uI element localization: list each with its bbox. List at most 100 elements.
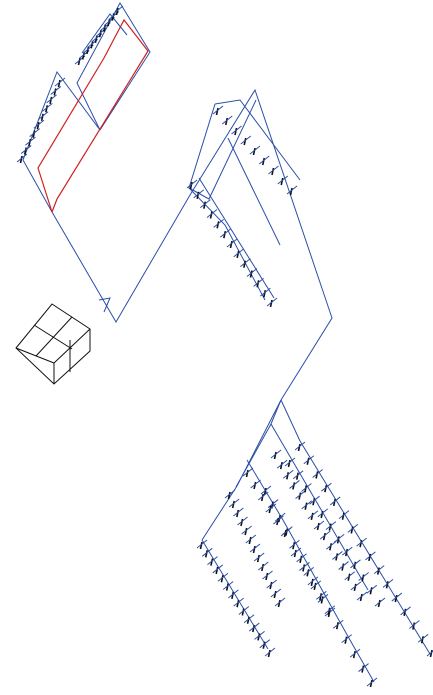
valve-marker (253, 481, 257, 490)
valve-marker (269, 299, 273, 308)
valve-marker (304, 502, 308, 510)
branch-tee (212, 564, 224, 574)
valve-marker (81, 52, 86, 60)
valve-marker (261, 157, 266, 166)
branch-tee (213, 218, 224, 228)
branch-tee (254, 630, 265, 640)
branch-tee (248, 622, 260, 632)
branch-tee (206, 209, 218, 218)
valve-marker (203, 201, 207, 209)
valve-marker (403, 608, 407, 616)
branch-tee (262, 570, 273, 580)
branch-tee (344, 571, 356, 581)
valve-marker (328, 523, 332, 531)
valve-marker (220, 575, 224, 583)
valve-marker (376, 567, 380, 575)
branch-tee (338, 561, 349, 570)
upper-right-assembly (188, 99, 301, 301)
branch-tee (301, 500, 313, 510)
branch-tee (286, 185, 298, 195)
valve-marker (412, 622, 416, 630)
valve-marker (111, 13, 115, 21)
valve-marker (263, 289, 267, 298)
valve-marker (227, 491, 231, 500)
valve-marker (262, 641, 266, 649)
valve-marker (429, 649, 433, 658)
branch-tee (324, 607, 336, 617)
valve-marker (49, 96, 53, 105)
branch-tee (366, 677, 378, 687)
branch-tee (240, 258, 251, 268)
branch-tee (341, 546, 353, 556)
branch-tee (307, 510, 319, 520)
valve-marker (236, 250, 240, 259)
branch-tee (329, 496, 341, 506)
branch-tee (277, 175, 289, 185)
valve-marker (215, 566, 219, 575)
branch-tee (391, 592, 403, 602)
valve-marker (289, 187, 293, 196)
valve-marker (86, 46, 90, 55)
valve-marker (236, 599, 240, 608)
branch-tee (358, 572, 369, 581)
valve-marker (40, 113, 44, 121)
branch-tee (324, 605, 336, 615)
branch-tee (266, 297, 278, 307)
valve-marker (385, 581, 389, 589)
branch-tee (303, 566, 314, 576)
branch-tee (224, 489, 236, 499)
branch-tee (241, 525, 252, 535)
branch-tee (228, 498, 240, 508)
valve-marker (252, 147, 256, 156)
branch-tee (349, 648, 361, 658)
valve-marker (265, 572, 269, 581)
branch-tee (317, 508, 329, 518)
valve-marker (224, 117, 229, 126)
branch-tee (365, 551, 376, 561)
valve-marker (189, 181, 193, 190)
valve-marker (292, 482, 296, 490)
branch-tee (196, 539, 208, 549)
valve-marker (256, 280, 260, 288)
valve-marker (269, 581, 273, 590)
branch-tee (221, 115, 233, 125)
branch-tee (112, 5, 124, 15)
branch-tee (264, 647, 276, 657)
branch-tee (220, 228, 231, 238)
valve-markers (16, 5, 433, 688)
branch-tee (333, 533, 345, 543)
valve-marker (341, 563, 345, 571)
branch-tee (200, 199, 211, 209)
branch-tee (270, 588, 282, 598)
isometric-cube-icon[interactable] (15, 303, 91, 385)
valve-marker (377, 599, 381, 608)
valve-marker (240, 518, 244, 527)
valve-marker (347, 573, 351, 581)
branch-tee (249, 543, 261, 553)
branch-tee (280, 527, 292, 537)
branch-tee (246, 268, 258, 277)
branch-tee (20, 145, 32, 154)
valve-marker (249, 270, 253, 278)
branch-tee (207, 556, 218, 566)
valve-marker (245, 469, 249, 478)
valve-marker (322, 532, 326, 541)
branch-tee (222, 581, 234, 590)
branch-tee (290, 547, 302, 557)
branch-tee (426, 650, 433, 657)
branch-tee (296, 553, 307, 563)
valve-marker (324, 485, 328, 493)
branch-tee (373, 565, 385, 574)
branch-tee (400, 606, 411, 616)
valve-marker (248, 536, 252, 545)
branch-tee (249, 145, 261, 155)
branch-tee (347, 524, 359, 533)
valve-marker (199, 541, 203, 550)
branch-tee (217, 572, 229, 582)
valve-marker (316, 522, 320, 531)
valve-marker (115, 7, 119, 16)
branch-tee (42, 102, 53, 112)
valve-marker (279, 461, 283, 470)
branch-tee (338, 510, 350, 520)
branch-tee (231, 125, 242, 135)
